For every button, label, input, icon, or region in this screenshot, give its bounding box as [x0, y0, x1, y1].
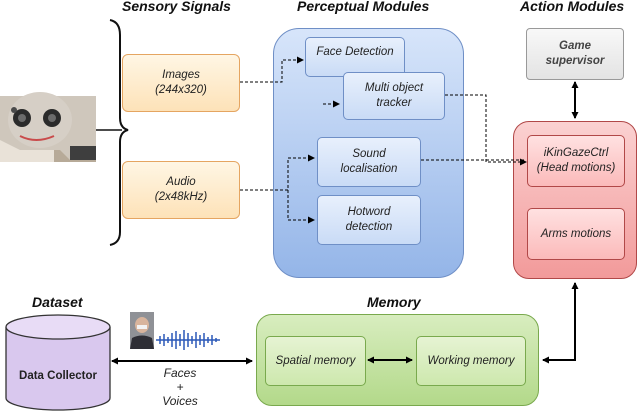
images-to-face-detection-line	[240, 56, 304, 83]
audio-label: Audio (2x48kHz)	[154, 176, 208, 203]
face-detection-box: Face Detection	[305, 37, 405, 77]
tracker-to-gaze-line	[445, 94, 527, 166]
spatial-memory-label: Spatial memory	[275, 354, 356, 367]
arms-motions-box: Arms motions	[527, 208, 625, 260]
memory-heading: Memory	[367, 294, 421, 310]
game-supervisor-label: Game supervisor	[545, 40, 605, 67]
audio-box: Audio (2x48kHz)	[122, 161, 240, 219]
action-modules-heading: Action Modules	[520, 0, 625, 14]
multi-object-tracker-label: Multi object tracker	[364, 82, 424, 109]
data-collector-cylinder	[5, 314, 111, 411]
hotword-detection-box: Hotword detection	[317, 195, 421, 245]
voice-waveform-image	[156, 330, 220, 350]
sensory-bracket	[109, 19, 129, 246]
images-label: Images (244x320)	[155, 69, 207, 96]
action-memory-arrow	[542, 282, 579, 364]
working-memory-label: Working memory	[427, 354, 515, 367]
multi-object-tracker-box: Multi object tracker	[343, 72, 445, 120]
images-box: Images (244x320)	[122, 54, 240, 112]
data-collector-label: Data Collector	[19, 370, 97, 382]
ikingazectrl-box: iKinGazeCtrl (Head motions)	[527, 135, 625, 187]
sound-localisation-label: Sound localisation	[340, 148, 398, 175]
ikingazectrl-label: iKinGazeCtrl (Head motions)	[536, 147, 616, 174]
sensory-signals-heading: Sensory Signals	[122, 0, 231, 14]
spatial-memory-box: Spatial memory	[265, 336, 366, 386]
face-thumbnail-image	[130, 312, 154, 349]
faces-voices-label: Faces + Voices	[162, 366, 198, 408]
sound-localisation-box: Sound localisation	[317, 137, 421, 187]
arms-motions-label: Arms motions	[540, 227, 612, 240]
hotword-detection-label: Hotword detection	[345, 206, 393, 233]
face-detection-label: Face Detection	[316, 46, 394, 58]
audio-to-sound-line	[240, 154, 315, 191]
audio-to-hotword-line	[287, 190, 315, 224]
perceptual-modules-heading: Perceptual Modules	[297, 0, 430, 14]
dataset-heading: Dataset	[32, 294, 83, 310]
robot-head-image	[0, 92, 96, 162]
working-memory-box: Working memory	[416, 336, 526, 386]
game-supervisor-box: Game supervisor	[526, 28, 624, 80]
